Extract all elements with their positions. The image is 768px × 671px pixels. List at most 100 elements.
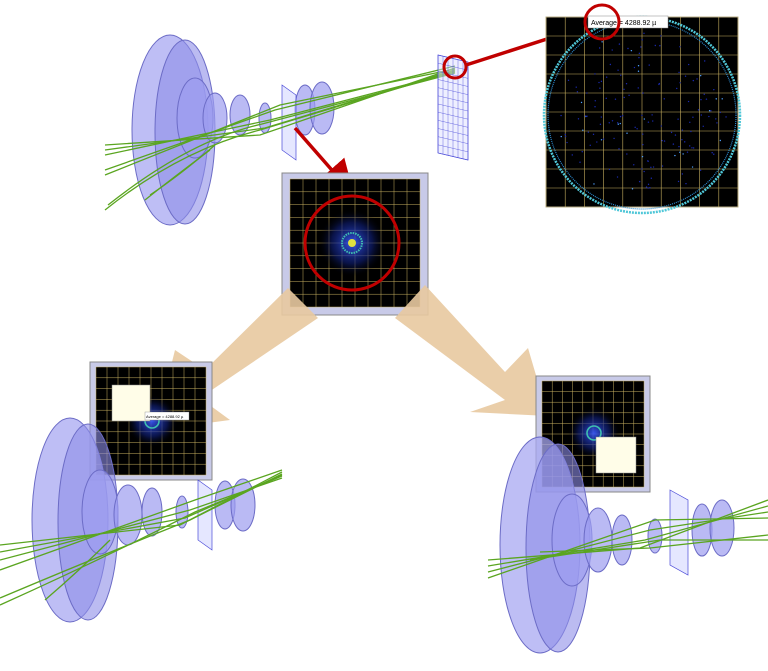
speckle-dot bbox=[704, 60, 706, 62]
zoom-spot-panel: Average = 4288.92 µ bbox=[542, 3, 742, 215]
speckle-dot bbox=[686, 151, 689, 153]
speckle-dot bbox=[581, 151, 583, 153]
speckle-dot bbox=[627, 47, 629, 50]
lens-element bbox=[611, 514, 633, 566]
speckle-dot bbox=[719, 111, 721, 114]
speckle-dot bbox=[702, 125, 704, 127]
speckle-dot bbox=[689, 145, 691, 147]
speckle-dot bbox=[633, 66, 636, 69]
speckle-dot bbox=[589, 144, 591, 147]
speckle-dot bbox=[611, 120, 614, 122]
lens-element bbox=[230, 478, 256, 532]
grid-line bbox=[437, 95, 469, 104]
speckle-dot bbox=[620, 74, 622, 76]
speckle-dot bbox=[560, 135, 562, 138]
speckle-dot bbox=[600, 80, 603, 83]
speckle-dot bbox=[687, 100, 690, 103]
speckle-dot bbox=[719, 139, 722, 142]
left-lens-system bbox=[0, 417, 283, 623]
speckle-dot bbox=[637, 87, 639, 89]
speckle-dot bbox=[617, 122, 619, 124]
speckle-dot bbox=[601, 41, 603, 43]
grid-line bbox=[437, 111, 469, 120]
speckle-dot bbox=[660, 125, 662, 127]
readout-box bbox=[144, 411, 190, 421]
spot-ring-outer bbox=[542, 15, 742, 215]
speckle-dot bbox=[659, 45, 661, 47]
speckle-dot bbox=[684, 75, 687, 77]
speckle-dot bbox=[660, 35, 662, 37]
speckle-dot bbox=[679, 151, 681, 153]
speckle-dot bbox=[692, 116, 694, 118]
speckle-dot bbox=[677, 118, 679, 120]
grid-line bbox=[437, 144, 469, 153]
speckle-dot bbox=[605, 97, 607, 100]
speckle-dot bbox=[619, 115, 622, 118]
speckle-dot bbox=[681, 173, 684, 175]
ray-bundle bbox=[487, 499, 768, 579]
speckle-dot bbox=[645, 186, 648, 188]
lens-element bbox=[229, 94, 251, 136]
speckle-dot bbox=[674, 154, 676, 157]
readout-box bbox=[587, 15, 669, 29]
speckle-dot bbox=[642, 133, 644, 135]
speckle-dot bbox=[690, 130, 692, 133]
speckle-dot bbox=[699, 74, 702, 77]
speckle-dot bbox=[609, 63, 612, 66]
right-spot-panel bbox=[535, 375, 651, 493]
zoom-inset bbox=[595, 436, 637, 474]
speckle-dot bbox=[676, 87, 678, 90]
speckle-dot bbox=[631, 188, 634, 190]
speckle-dot bbox=[587, 131, 590, 133]
speckle-dot bbox=[725, 116, 727, 118]
speckle-dot bbox=[616, 176, 619, 178]
speckle-dot bbox=[700, 114, 703, 116]
speckle-dot bbox=[602, 138, 605, 140]
speckle-dot bbox=[636, 128, 638, 130]
speckle-dot bbox=[625, 83, 628, 85]
speckle-dot bbox=[564, 133, 567, 136]
speckle-dot bbox=[594, 106, 596, 108]
speckle-dot bbox=[618, 148, 620, 150]
speckle-dot bbox=[716, 122, 718, 124]
speckle-dot bbox=[642, 92, 644, 94]
lens-element bbox=[647, 518, 663, 554]
speckle-dot bbox=[713, 88, 715, 91]
speckle-dot bbox=[614, 98, 617, 100]
speckle-dot bbox=[679, 46, 681, 48]
speckle-dot bbox=[586, 115, 588, 117]
speckle-dot bbox=[611, 49, 613, 51]
speckle-dot bbox=[654, 44, 656, 47]
speckle-dot bbox=[658, 82, 661, 85]
speckle-dot bbox=[638, 52, 641, 55]
speckle-dot bbox=[637, 65, 640, 67]
speckle-dot bbox=[647, 183, 650, 186]
right-lens-system bbox=[487, 436, 768, 654]
speckle-dot bbox=[710, 110, 712, 112]
grid-line bbox=[437, 128, 469, 136]
spread-arrow-right bbox=[395, 285, 548, 416]
grid-line bbox=[437, 103, 469, 112]
speckle-dot bbox=[685, 182, 687, 185]
speckle-dot bbox=[579, 161, 581, 163]
speckle-dot bbox=[652, 120, 654, 122]
speckle-dot bbox=[643, 32, 645, 34]
speckle-dot bbox=[576, 91, 579, 93]
speckle-dot bbox=[721, 98, 723, 100]
circle-marker-icon bbox=[442, 54, 468, 80]
ray-bundle bbox=[0, 469, 283, 606]
speckle-dot bbox=[560, 114, 562, 117]
speckle-dot bbox=[598, 47, 601, 49]
speckle-dot bbox=[715, 118, 717, 120]
speckle-dot bbox=[582, 129, 584, 131]
speckle-dot bbox=[641, 168, 643, 170]
center-spot-panel bbox=[281, 172, 429, 316]
speckle-dot bbox=[637, 70, 640, 72]
grid-line bbox=[437, 71, 469, 79]
speckle-dot bbox=[600, 116, 602, 118]
speckle-dot bbox=[566, 141, 568, 144]
speckle-dot bbox=[687, 63, 690, 66]
speckle-dot bbox=[696, 78, 698, 80]
speckle-dot bbox=[605, 76, 608, 78]
speckle-dot bbox=[678, 71, 680, 74]
